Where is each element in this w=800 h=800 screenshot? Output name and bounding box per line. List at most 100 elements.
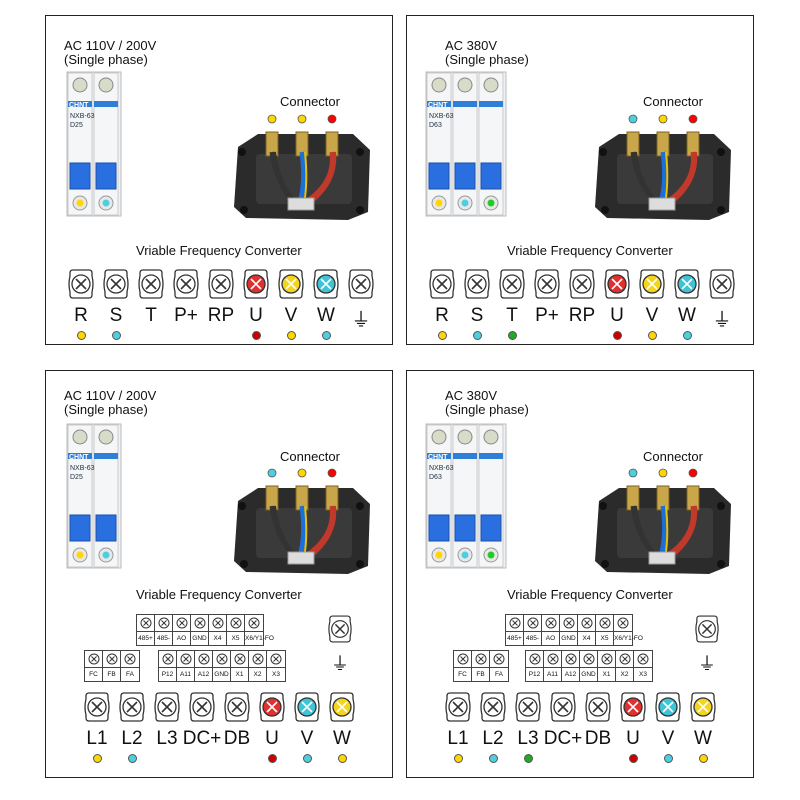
- control-terminal[interactable]: [213, 651, 231, 667]
- breaker-model: NXB-63: [429, 113, 454, 120]
- control-terminal[interactable]: [85, 651, 103, 667]
- terminal-screw-icon[interactable]: [480, 691, 506, 723]
- control-terminal[interactable]: [209, 615, 227, 631]
- terminal-screw-icon[interactable]: [68, 268, 94, 300]
- control-terminal[interactable]: [560, 615, 578, 631]
- terminal-screw-icon[interactable]: [690, 691, 716, 723]
- screw-icon: [252, 653, 263, 665]
- terminal-screw-icon[interactable]: [674, 268, 700, 300]
- control-terminal-label: FC: [454, 667, 472, 681]
- control-terminal[interactable]: [490, 651, 508, 667]
- screw-icon: [527, 617, 538, 629]
- control-terminal[interactable]: [191, 615, 209, 631]
- terminal-screw-icon[interactable]: [243, 268, 269, 300]
- top-screw: [483, 77, 499, 93]
- cable-clamp: [648, 197, 676, 211]
- control-terminal[interactable]: [227, 615, 245, 631]
- top-screw: [98, 77, 114, 93]
- control-terminal[interactable]: [245, 615, 263, 631]
- terminal-screw-icon[interactable]: [534, 268, 560, 300]
- control-terminal[interactable]: [562, 651, 580, 667]
- control-terminal[interactable]: [580, 651, 598, 667]
- terminal-label: DC+: [182, 728, 222, 749]
- terminal-screw-icon[interactable]: [445, 691, 471, 723]
- control-terminal[interactable]: [596, 615, 614, 631]
- terminal-screw-icon[interactable]: [620, 691, 646, 723]
- panel-subtitle: (Single phase): [64, 402, 148, 417]
- control-terminal[interactable]: [249, 651, 267, 667]
- terminal-screw-icon[interactable]: [278, 268, 304, 300]
- terminal-label: RP: [207, 305, 235, 326]
- control-terminal[interactable]: [103, 651, 121, 667]
- terminal-screw-icon[interactable]: [259, 691, 285, 723]
- control-terminal[interactable]: [155, 615, 173, 631]
- control-terminal[interactable]: [267, 651, 285, 667]
- terminal-screw-icon[interactable]: [655, 691, 681, 723]
- terminal-screw-icon[interactable]: [550, 691, 576, 723]
- top-screw: [483, 429, 499, 445]
- wire-color-dot: [613, 331, 622, 340]
- control-terminal[interactable]: [506, 615, 524, 631]
- terminal-screw-icon[interactable]: [103, 268, 129, 300]
- control-terminal[interactable]: [195, 651, 213, 667]
- breaker-rating: D63: [429, 122, 442, 129]
- control-terminal-label: X4: [578, 631, 596, 645]
- terminal-screw-icon[interactable]: [154, 691, 180, 723]
- terminal-screw-icon[interactable]: [294, 691, 320, 723]
- terminal-screw-icon[interactable]: [173, 268, 199, 300]
- terminal-screw-icon[interactable]: [604, 268, 630, 300]
- control-terminal[interactable]: [173, 615, 191, 631]
- control-terminal[interactable]: [137, 615, 155, 631]
- control-terminal[interactable]: [524, 615, 542, 631]
- terminal-screw-icon[interactable]: [709, 268, 735, 300]
- control-terminal[interactable]: [121, 651, 139, 667]
- terminal-screw-icon[interactable]: [348, 268, 374, 300]
- terminal-label: T: [145, 305, 157, 326]
- vfc-label: Vriable Frequency Converter: [507, 243, 673, 258]
- terminal-screw-icon[interactable]: [569, 268, 595, 300]
- terminal-screw-icon[interactable]: [119, 691, 145, 723]
- vfc-label: Vriable Frequency Converter: [136, 587, 302, 602]
- terminal-screw-icon[interactable]: [429, 268, 455, 300]
- terminal-screw-icon[interactable]: [499, 268, 525, 300]
- control-terminal[interactable]: [578, 615, 596, 631]
- control-terminal[interactable]: [472, 651, 490, 667]
- control-terminal[interactable]: [159, 651, 177, 667]
- control-terminal[interactable]: [614, 615, 632, 631]
- wire-color-dot: [454, 754, 463, 763]
- terminal-screw-icon[interactable]: [138, 268, 164, 300]
- terminal-screw-icon[interactable]: [329, 691, 355, 723]
- terminal-label: P+: [535, 305, 559, 326]
- terminal-screw-icon[interactable]: [189, 691, 215, 723]
- control-terminal[interactable]: [454, 651, 472, 667]
- terminal-screw-icon[interactable]: [84, 691, 110, 723]
- screw-icon: [563, 617, 574, 629]
- control-terminal-label: A11: [177, 667, 195, 681]
- terminal-screw-icon[interactable]: [464, 268, 490, 300]
- terminal-screw-icon[interactable]: [313, 268, 339, 300]
- control-terminal[interactable]: [544, 651, 562, 667]
- screw-icon: [475, 653, 486, 665]
- terminal-screw-icon[interactable]: [224, 691, 250, 723]
- control-terminal[interactable]: [634, 651, 652, 667]
- terminal-label: W: [678, 305, 696, 326]
- control-terminal[interactable]: [598, 651, 616, 667]
- control-terminal[interactable]: [177, 651, 195, 667]
- terminal-label: L1: [447, 728, 469, 749]
- control-terminal-label: P12: [526, 667, 544, 681]
- control-terminal[interactable]: [231, 651, 249, 667]
- breaker-model: NXB-63: [70, 113, 95, 120]
- control-terminal[interactable]: [616, 651, 634, 667]
- control-terminal[interactable]: [526, 651, 544, 667]
- terminal-screw-icon[interactable]: [515, 691, 541, 723]
- control-terminal-label: X3: [634, 667, 652, 681]
- top-screw: [98, 429, 114, 445]
- terminal-screw-icon[interactable]: [208, 268, 234, 300]
- terminal-screw-icon[interactable]: [639, 268, 665, 300]
- panel-title: AC 380V: [445, 38, 498, 53]
- control-terminal[interactable]: [542, 615, 560, 631]
- terminal-screw-icon[interactable]: [585, 691, 611, 723]
- wire-color-dot: [112, 331, 121, 340]
